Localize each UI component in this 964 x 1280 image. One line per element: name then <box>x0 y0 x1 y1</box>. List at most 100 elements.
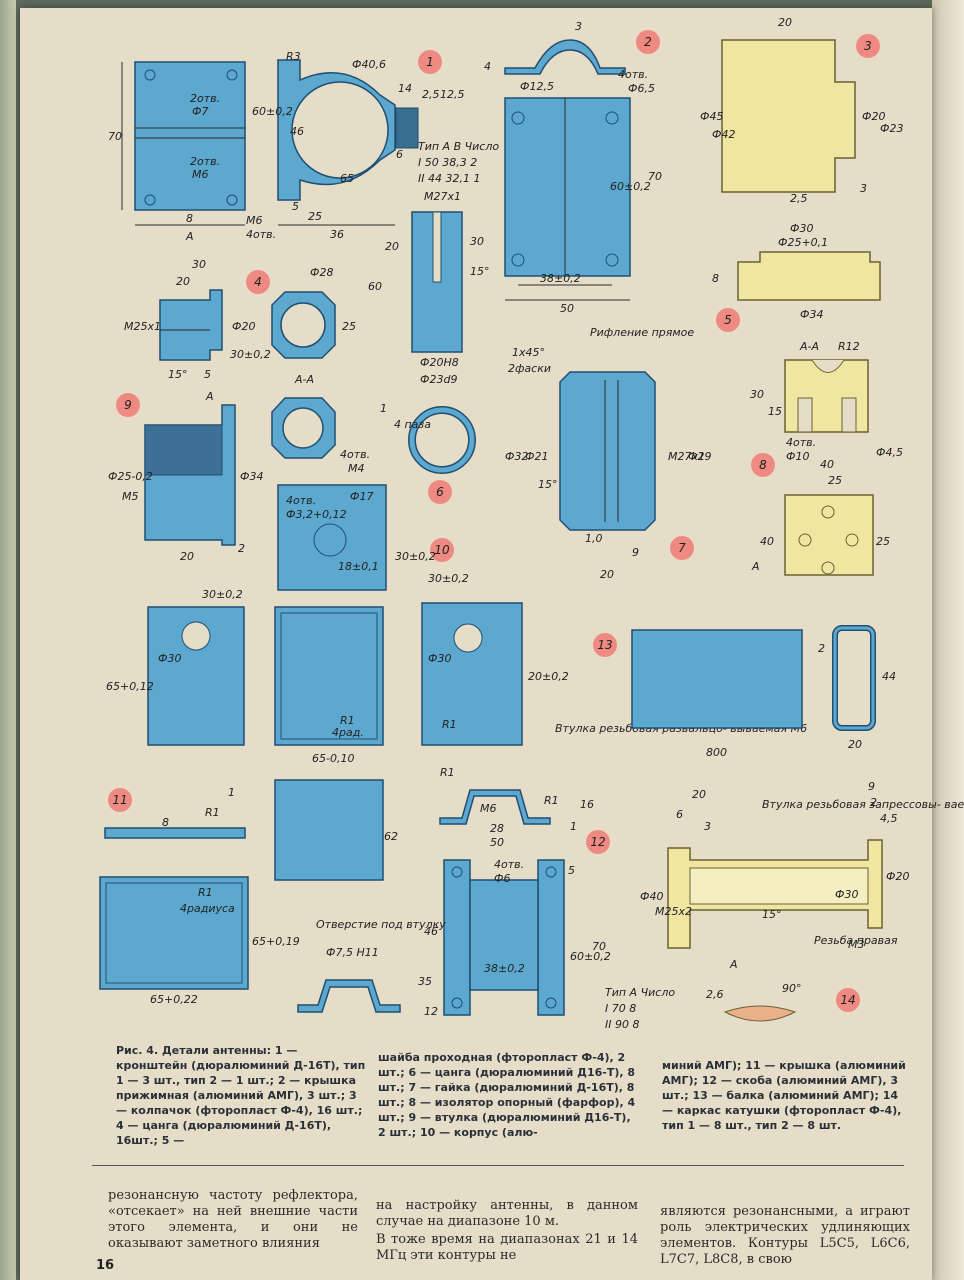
part-9-number: 9 <box>124 398 132 412</box>
dim-label: 2 <box>238 542 245 555</box>
dim-label: 2отв. <box>190 92 220 105</box>
part-12-middle <box>469 879 539 991</box>
dim-label: 46 <box>290 125 304 138</box>
dim-label: 5 <box>292 200 299 213</box>
dim-label: 15° <box>762 908 782 921</box>
body-text-col3: являются резонансными, а играют роль эле… <box>660 1204 910 1267</box>
dim-label: Ф32 <box>505 450 528 463</box>
dim-label: Ф34 <box>800 308 823 321</box>
part-11-lid: 11 1 8 R1 R1 4радиуса 65+0,19 65+0,22 <box>99 786 300 1006</box>
dim-label: А <box>185 230 194 243</box>
part-5-body <box>737 251 881 301</box>
figure-caption-col2: шайба проходная (фторопласт Ф-4), 2 шт.;… <box>378 1051 636 1139</box>
dim-label: 30±0,2 <box>202 588 243 601</box>
table-row: II 44 32,1 1 <box>418 172 480 185</box>
dim-label: М25х2 <box>655 905 692 918</box>
dim-label: 9 <box>868 780 875 793</box>
part-13-number: 13 <box>597 638 612 652</box>
part-6-collet: 6 М27х1 20 30 60 15° Ф20Н8 Ф23d9 1 4 паз… <box>368 190 490 504</box>
dim-label: 60±0,2 <box>570 950 611 963</box>
dim-label: 8 <box>712 272 719 285</box>
part-11-top <box>99 876 249 990</box>
table-row: I 50 38,3 2 <box>418 156 477 169</box>
dim-label: 4отв. <box>246 228 276 241</box>
table-row: II 90 8 <box>605 1018 639 1031</box>
body-text-col1: резонансную частоту рефлектора, «отсекае… <box>108 1188 358 1251</box>
dim-label: 40 <box>760 535 774 548</box>
dim-label: 5 <box>568 864 575 877</box>
dim-label: 20 <box>385 240 399 253</box>
table-row: I 70 8 <box>605 1002 636 1015</box>
dim-label: 800 <box>706 746 727 759</box>
dim-label: 2 <box>818 642 825 655</box>
part-10-back <box>274 779 384 881</box>
part-12-bent <box>297 979 401 1013</box>
part-12-bracket: 12 R1 М6 R1 28 50 16 1 4отв. Ф6 5 46 60±… <box>297 766 675 1031</box>
dim-label: 38±0,2 <box>484 962 525 975</box>
dim-label: 62 <box>384 830 398 843</box>
dim-label: 20 <box>180 550 194 563</box>
dim-label: 46 <box>424 925 438 938</box>
dim-label: 9 <box>632 546 639 559</box>
dim-label: 65-0,10 <box>312 752 354 765</box>
dim-label: 65+0,19 <box>252 935 300 948</box>
dim-label: 50 <box>560 302 574 315</box>
dim-label: 25 <box>308 210 322 223</box>
part-1-bracket: 1 R3 Ф40,6 2отв. Ф7 2отв. М6 70 60±0,2 4… <box>108 50 499 243</box>
dim-label: 40 <box>820 458 834 471</box>
dim-label: Ф20 <box>862 110 885 123</box>
dim-label: Ф29 <box>688 450 711 463</box>
dim-label: R1 <box>442 718 457 731</box>
dim-label: Ф30 <box>158 652 181 665</box>
dim-label: 65+0,12 <box>106 680 154 693</box>
dim-label: 4отв. <box>786 436 816 449</box>
dim-label: 6 <box>676 808 683 821</box>
dim-label: 60 <box>368 280 382 293</box>
dim-label: Ф30 <box>790 222 813 235</box>
dim-label: Ф6,5 <box>628 82 655 95</box>
dim-label: R12 <box>838 340 860 353</box>
figure-caption-col3: миний АМГ); 11 — крышка (алюминий АМГ); … <box>662 1059 906 1132</box>
dim-label: 4радиуса <box>180 902 235 915</box>
dim-label: Ф25-0,2 <box>108 470 153 483</box>
dim-label: 20 <box>848 738 862 751</box>
dim-label: 4отв. <box>618 68 648 81</box>
part-9-bushing: 9 Ф25-0,2 М5 Ф34 20 2 4отв. Ф3,2+0,12 Ф1… <box>108 393 387 591</box>
part-5-number: 5 <box>724 313 732 327</box>
part-7-number: 7 <box>678 541 686 555</box>
dim-label: 30±0,2 <box>428 572 469 585</box>
dim-label: 90° <box>782 982 802 995</box>
dim-label: Ф17 <box>350 490 373 503</box>
dim-label: 28 <box>490 822 504 835</box>
dim-label: 1 <box>570 820 577 833</box>
part-8-top <box>784 494 874 576</box>
dim-label: Втулка резьбовая запрессовы- ваемая М3 <box>762 798 964 811</box>
dim-label: 20 <box>692 788 706 801</box>
part-5-washer: 5 Ф30 Ф25+0,1 8 Ф34 <box>712 222 881 332</box>
part-12-profile <box>439 789 551 825</box>
dim-label: 14 <box>398 82 412 95</box>
dim-label: А <box>205 390 214 403</box>
dim-label: Ф23d9 <box>420 373 457 386</box>
part-13-body <box>631 629 803 729</box>
dim-label: Ф23 <box>880 122 903 135</box>
dim-label: 65+0,22 <box>150 993 198 1006</box>
page-number: 16 <box>96 1258 115 1273</box>
next-page-edge <box>932 0 964 1280</box>
dim-label: 16 <box>580 798 594 811</box>
part-4-side <box>159 289 223 361</box>
dim-label: Ф28 <box>310 266 333 279</box>
dim-label: 4отв. <box>340 448 370 461</box>
dim-label: 1х45° <box>512 346 545 359</box>
dim-label: 3 <box>575 20 582 33</box>
part-2-clamp-cover: 2 3 4 Ф12,5 4отв. Ф6,5 60±0,2 70 38±0,2 … <box>484 20 662 315</box>
dim-label: М6 <box>246 214 263 227</box>
dim-label: Ф12,5 <box>520 80 554 93</box>
dim-label: 30 <box>750 388 764 401</box>
table-header: Тип А Число <box>605 986 675 999</box>
dim-label: 15° <box>538 478 558 491</box>
part-3-body <box>721 39 856 193</box>
body-text-col2a: на настройку антенны, в данном случае на… <box>376 1198 638 1229</box>
dim-label: Отверстие под втулку <box>316 918 446 931</box>
